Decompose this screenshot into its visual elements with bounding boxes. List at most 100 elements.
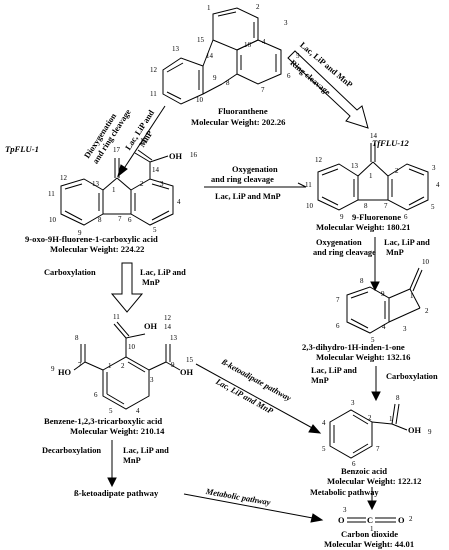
svg-text:3: 3 bbox=[284, 19, 288, 27]
svg-text:7: 7 bbox=[384, 202, 388, 210]
svg-text:11: 11 bbox=[113, 313, 120, 321]
svg-text:2: 2 bbox=[425, 307, 429, 315]
svg-text:11: 11 bbox=[150, 90, 157, 98]
arrow-metabolic-2: Metabolic pathway bbox=[183, 487, 324, 523]
svg-text:2: 2 bbox=[256, 3, 260, 11]
svg-text:14: 14 bbox=[164, 323, 172, 331]
svg-text:Lac, LiP and: Lac, LiP and bbox=[123, 446, 169, 455]
svg-text:16: 16 bbox=[244, 41, 252, 49]
svg-text:9: 9 bbox=[78, 229, 82, 237]
svg-text:4: 4 bbox=[322, 419, 326, 427]
arrow-oxygenation-2: Oxygenation and ring cleavage Lac, LiP a… bbox=[313, 237, 430, 292]
svg-text:Lac, LiP and: Lac, LiP and bbox=[384, 238, 430, 247]
svg-text:1: 1 bbox=[112, 186, 116, 194]
svg-text:4: 4 bbox=[382, 323, 386, 331]
svg-text:Oxygenation: Oxygenation bbox=[316, 238, 362, 247]
svg-text:12: 12 bbox=[60, 174, 68, 182]
svg-text:8: 8 bbox=[360, 277, 364, 285]
tpflu1-id: TpFLU-1 bbox=[5, 144, 39, 154]
svg-text:9: 9 bbox=[428, 428, 432, 436]
fluorenone-name: 9-Fluorenone bbox=[352, 212, 401, 222]
arrow-carboxylation-2: Lac, LiP and MnP Carboxylation bbox=[311, 366, 438, 402]
fluoranthene-atom-numbers: 1 2 3 4 5 6 7 8 9 10 11 12 13 14 15 16 bbox=[150, 3, 300, 104]
svg-text:OH: OH bbox=[180, 368, 194, 377]
svg-text:MnP: MnP bbox=[123, 456, 141, 465]
indanone-atom-numbers: 10 1 2 3 4 5 6 7 8 9 bbox=[336, 258, 430, 344]
benzenetri-structure bbox=[73, 321, 181, 410]
fluorenone-mw: Molecular Weight: 180.21 bbox=[316, 222, 410, 232]
arrow-decarboxylation: Decarboxylation Lac, LiP and MnP bbox=[42, 440, 169, 488]
svg-text:11: 11 bbox=[305, 181, 312, 189]
svg-text:12: 12 bbox=[315, 156, 323, 164]
svg-text:10: 10 bbox=[306, 202, 314, 210]
svg-text:3: 3 bbox=[432, 164, 436, 172]
svg-text:Oxygenation: Oxygenation bbox=[232, 165, 278, 174]
svg-text:6: 6 bbox=[336, 322, 340, 330]
fluoranthene-name: Fluoranthene bbox=[218, 106, 268, 116]
svg-text:HO: HO bbox=[58, 368, 72, 377]
svg-text:Metabolic pathway: Metabolic pathway bbox=[310, 488, 379, 497]
co2-structure: 3 O C O 1 2 bbox=[338, 506, 413, 533]
svg-text:9: 9 bbox=[381, 290, 385, 298]
co2-mw: Molecular Weight: 44.01 bbox=[324, 539, 414, 549]
svg-text:14: 14 bbox=[152, 166, 160, 174]
svg-text:1: 1 bbox=[410, 292, 414, 300]
benzoic-mw: Molecular Weight: 122.12 bbox=[327, 476, 421, 486]
tpflu1-atom-numbers: 17 1 2 3 4 5 6 7 8 9 10 11 12 13 14 15 1… bbox=[48, 137, 198, 237]
svg-text:6: 6 bbox=[94, 391, 98, 399]
svg-text:Lac, LiP and: Lac, LiP and bbox=[140, 268, 186, 277]
svg-text:3: 3 bbox=[343, 506, 347, 514]
svg-text:4: 4 bbox=[262, 38, 266, 46]
svg-text:9: 9 bbox=[213, 74, 217, 82]
svg-text:6: 6 bbox=[352, 460, 356, 468]
svg-text:10: 10 bbox=[196, 96, 204, 104]
svg-text:3: 3 bbox=[160, 180, 164, 188]
svg-text:12: 12 bbox=[164, 314, 172, 322]
svg-text:10: 10 bbox=[128, 343, 136, 351]
svg-text:15: 15 bbox=[140, 137, 148, 145]
svg-text:OH: OH bbox=[144, 322, 158, 331]
svg-text:8: 8 bbox=[396, 394, 400, 402]
fluorenone-atom-numbers: 14 1 2 3 4 5 6 7 8 9 10 11 12 13 bbox=[305, 132, 440, 221]
svg-text:11: 11 bbox=[48, 190, 55, 198]
svg-text:2: 2 bbox=[140, 180, 144, 188]
svg-text:12: 12 bbox=[150, 66, 158, 74]
ttflu12-id: TfFLU-12 bbox=[372, 138, 409, 148]
svg-text:2: 2 bbox=[395, 167, 399, 175]
tpflu1-structure bbox=[60, 149, 174, 226]
svg-text:OH: OH bbox=[408, 426, 422, 435]
benzenetri-mw: Molecular Weight: 210.14 bbox=[70, 426, 165, 436]
beta-ketoadipate-pathway: ß-ketoadipate pathway bbox=[74, 488, 159, 498]
indanone-mw: Molecular Weight: 132.16 bbox=[316, 352, 411, 362]
svg-text:Lac, LiP and: Lac, LiP and bbox=[311, 366, 357, 375]
svg-text:13: 13 bbox=[92, 180, 100, 188]
indanone-name: 2,3-dihydro-1H-inden-1-one bbox=[302, 342, 405, 352]
svg-text:C: C bbox=[367, 516, 373, 525]
tpflu1-name: 9-oxo-9H-fluorene-1-carboxylic acid bbox=[25, 234, 158, 244]
co2-name: Carbon dioxide bbox=[341, 529, 398, 539]
svg-text:O: O bbox=[338, 516, 345, 525]
svg-text:1: 1 bbox=[108, 362, 112, 370]
benzoic-atom-numbers: 8 3 2 1 4 5 6 7 9 OH bbox=[322, 394, 432, 468]
svg-text:8: 8 bbox=[75, 334, 79, 342]
svg-text:6: 6 bbox=[287, 72, 291, 80]
svg-text:2: 2 bbox=[368, 414, 372, 422]
svg-text:5: 5 bbox=[109, 407, 113, 415]
svg-text:MnP: MnP bbox=[142, 278, 160, 287]
svg-text:5: 5 bbox=[153, 226, 157, 234]
svg-text:ß-ketoadipate pathway: ß-ketoadipate pathway bbox=[220, 357, 293, 403]
svg-text:14: 14 bbox=[370, 132, 378, 140]
svg-text:10: 10 bbox=[422, 258, 430, 266]
svg-text:and ring cleavage: and ring cleavage bbox=[313, 248, 376, 257]
tpflu1-mw: Molecular Weight: 224.22 bbox=[50, 244, 144, 254]
svg-text:5: 5 bbox=[322, 445, 326, 453]
svg-text:9: 9 bbox=[51, 365, 55, 373]
benzoic-structure bbox=[329, 403, 408, 459]
svg-text:4: 4 bbox=[136, 407, 140, 415]
svg-text:1: 1 bbox=[370, 525, 374, 533]
svg-text:8: 8 bbox=[226, 79, 230, 87]
svg-text:13: 13 bbox=[172, 45, 180, 53]
svg-text:Lac, LiP and MnP: Lac, LiP and MnP bbox=[215, 192, 281, 201]
svg-text:13: 13 bbox=[351, 162, 359, 170]
